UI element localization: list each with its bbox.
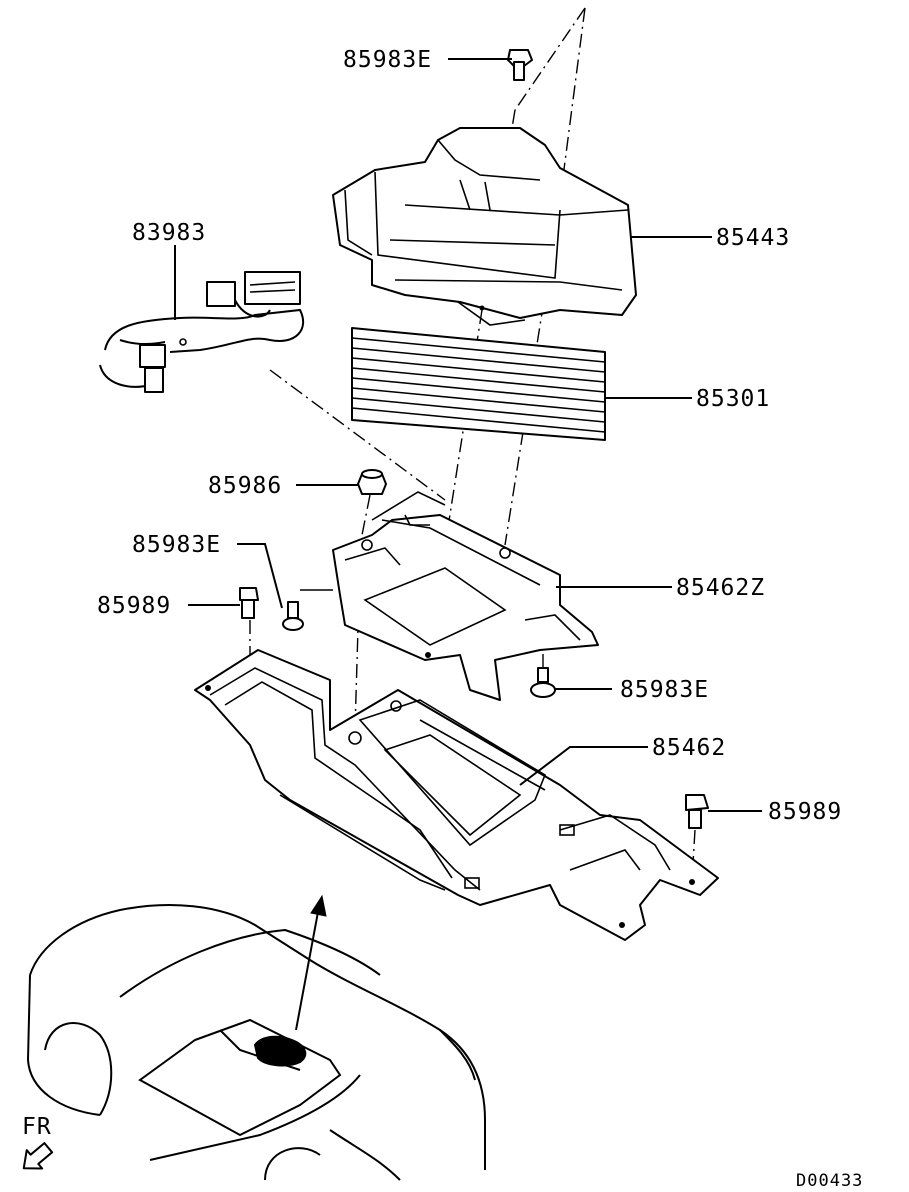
screw-85983E-left bbox=[282, 601, 304, 631]
bolt-85983E-top bbox=[507, 49, 533, 81]
tray-85462 bbox=[194, 649, 719, 941]
bolt-85989-left bbox=[239, 587, 259, 619]
bracket-85462Z bbox=[332, 514, 599, 701]
drawing-code: D00433 bbox=[796, 1171, 863, 1187]
callout-83983: 83983 bbox=[132, 220, 206, 246]
front-direction-arrow-icon bbox=[22, 1142, 54, 1170]
bolt-85989-right bbox=[685, 794, 709, 829]
callout-85462Z: 85462Z bbox=[676, 575, 765, 601]
front-label: FR bbox=[22, 1114, 52, 1140]
callout-85443: 85443 bbox=[716, 225, 790, 251]
screw-85983E-right bbox=[530, 667, 556, 698]
callout-85301: 85301 bbox=[696, 386, 770, 412]
amplifier-85301 bbox=[351, 327, 606, 441]
cover-85443 bbox=[332, 127, 637, 326]
callout-85983E-top: 85983E bbox=[343, 47, 432, 73]
callout-labels: 85983E 83983 85443 85301 85986 85983E 85… bbox=[22, 47, 863, 1191]
nut-85986 bbox=[357, 469, 387, 495]
callout-85462: 85462 bbox=[652, 735, 726, 761]
harness-83983 bbox=[99, 271, 305, 393]
callout-85986: 85986 bbox=[208, 473, 282, 499]
callout-85983E-right: 85983E bbox=[620, 677, 709, 703]
callout-85983E-left: 85983E bbox=[132, 532, 221, 558]
leader-lines bbox=[174, 58, 762, 812]
car-outline bbox=[26, 894, 486, 1181]
callout-85989-right: 85989 bbox=[768, 799, 842, 825]
callout-85989-left: 85989 bbox=[97, 593, 171, 619]
